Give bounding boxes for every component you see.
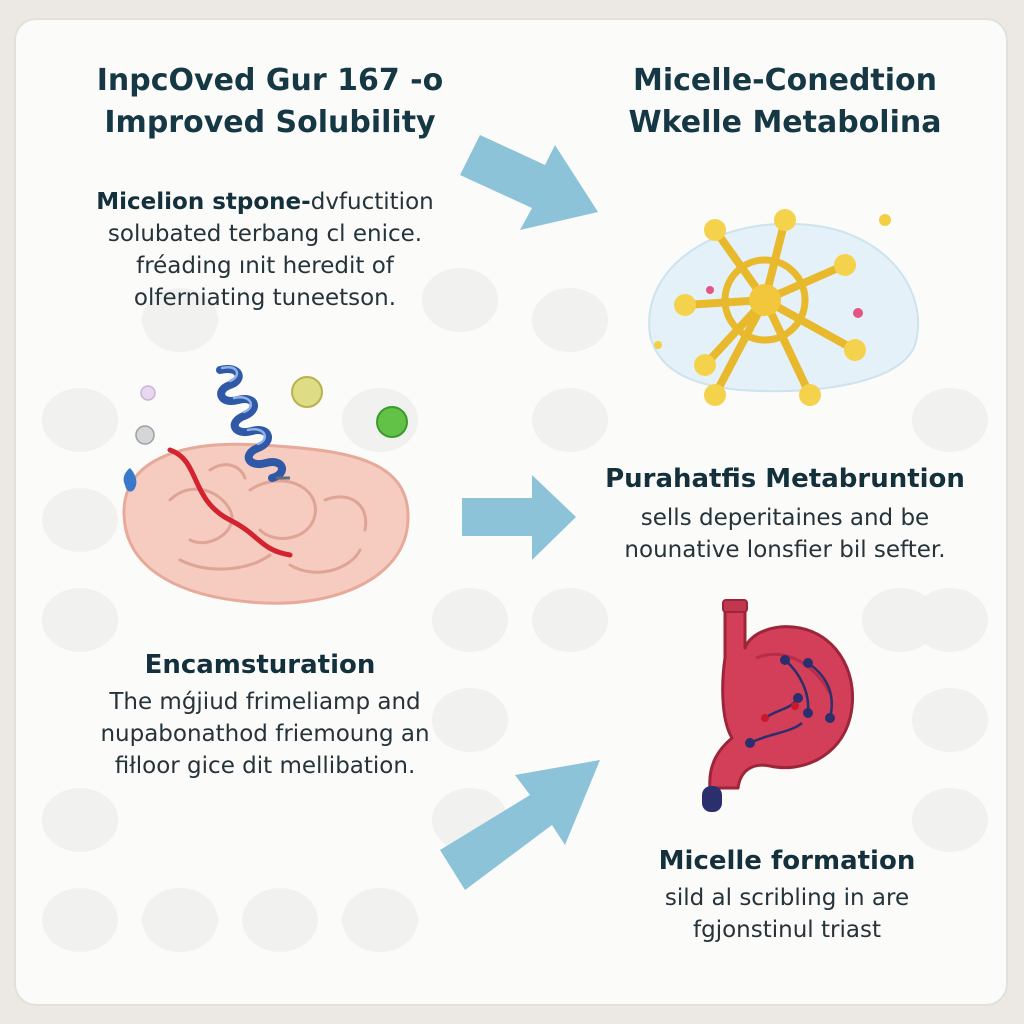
bottom-left-heading: Encamsturation [144,650,376,680]
micelle-icon [648,209,920,406]
stomach-icon [702,599,855,812]
top-left-body-line-2: fréading ınit heredit of [136,253,394,279]
middle-right-body-line-1: sells deperitaines and be [640,505,930,531]
arrow-icon-top [460,135,598,230]
top-right-title-line-1: Micelle-Conedtion [632,63,938,98]
intestine-icon [122,365,410,605]
top-right-title-line-2: Wkelle Metabolina [628,105,942,140]
middle-right-description: sells deperitaines and be nounative lons… [585,502,985,566]
top-left-title-line-1: InpcOved Gur 167 -o [96,63,444,98]
bottom-right-heading: Micelle formation [658,846,916,876]
top-left-body-line-1: solubated terbang cl enice. [107,221,423,247]
top-left-title-line-2: Improved Solubility [104,105,436,140]
middle-right-body-line-2: nounative lonsfier bil sefter. [624,537,946,563]
bottom-left-body-line-3: fiłloor gice dit mellibation. [114,753,416,779]
bottom-left-body-line-1: The mǵjiud frimeliamp and [109,689,421,715]
middle-right-heading: Purahatfis Metabruntion [605,464,965,494]
bottom-left-body-line-2: nupabonathod friemoung an [100,721,430,747]
bottom-left-description: The mǵjiud frimeliamp and nupabonathod f… [65,686,465,782]
bottom-right-body-line-1: sild al scribling in are [664,885,910,911]
top-left-description: Micelion stpone-dvfuctition solubated te… [55,186,475,314]
top-left-body-line-3: olferniating tuneetson. [133,285,397,311]
top-right-title: Micelle-Conedtion Wkelle Metabolina [580,60,990,144]
top-left-heading-line: Micelion stpone-dvfuctition [55,186,475,218]
top-left-title: InpcOved Gur 167 -o Improved Solubility [60,60,480,144]
top-left-heading: Micelion stpone- [96,189,311,215]
bottom-right-body-line-2: fgjonstinul triast [693,917,881,943]
bottom-right-description: sild al scribling in are fgjonstinul tri… [587,882,987,946]
top-left-heading-rest: dvfuctition [310,189,434,215]
arrow-icon-bottom [440,760,600,890]
arrow-icon-middle [462,475,576,560]
